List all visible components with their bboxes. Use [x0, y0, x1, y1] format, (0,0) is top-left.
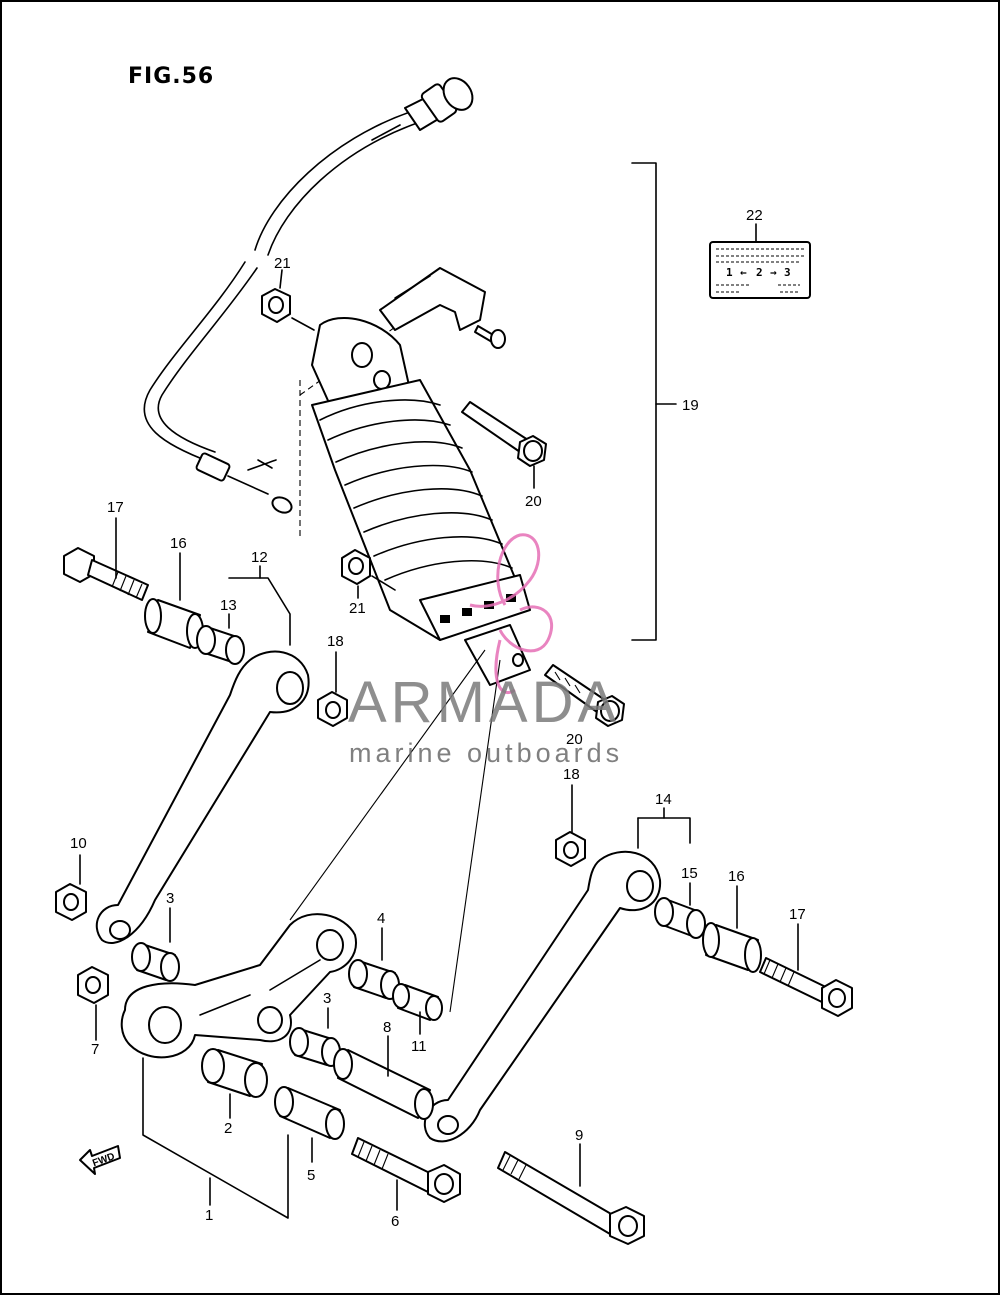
callout-11: 11: [411, 1038, 427, 1055]
bearing-3-lower: [289, 1027, 341, 1067]
assembly-bracket-1: [142, 1057, 289, 1219]
watermark-logo-icon: [469, 533, 554, 694]
callout-5: 5: [307, 1167, 315, 1184]
callout-1: 1: [205, 1207, 213, 1224]
bearing-3-upper: [131, 942, 180, 982]
callout-14: 14: [655, 791, 672, 808]
callout-3-lower: 3: [323, 990, 331, 1007]
callout-21-upper: 21: [274, 255, 291, 272]
bearing-2: [201, 1048, 268, 1098]
callout-18-right: 18: [563, 766, 580, 783]
bolt-20-lower: [544, 664, 625, 727]
caution-label-plate: 1 ← 2 → 3: [709, 241, 811, 299]
bearing-4: [348, 959, 400, 1000]
cushion-rod-right: [423, 850, 662, 1143]
bolt-9: [497, 1151, 645, 1245]
callout-21-lower: 21: [349, 600, 366, 617]
bearing-15: [654, 897, 706, 939]
label-plate-arrow-left: ←: [740, 266, 747, 279]
callout-18-left: 18: [327, 633, 344, 650]
bearing-13: [196, 625, 245, 665]
bolt-6: [351, 1137, 461, 1203]
spacer-8: [333, 1048, 434, 1120]
bolt-17-right: [759, 957, 853, 1017]
callout-17-left: 17: [107, 499, 124, 516]
callout-9: 9: [575, 1127, 583, 1144]
label-plate-seq-2: 2: [756, 266, 763, 279]
callout-6: 6: [391, 1213, 399, 1230]
cushion-lever: [120, 913, 357, 1059]
label-plate-seq-3: 3: [784, 266, 791, 279]
assembly-bracket-19: [631, 162, 657, 641]
label-plate-seq-1: 1: [726, 266, 733, 279]
watermark: ARMADA marine outboards: [348, 533, 623, 768]
spacer-11: [392, 983, 443, 1021]
figure-title: FIG.56: [128, 64, 214, 89]
adjuster-cable: [143, 77, 474, 514]
callout-7: 7: [91, 1041, 99, 1058]
callout-20-upper: 20: [525, 493, 542, 510]
spacer-16-right: [702, 922, 762, 973]
callout-16-right: 16: [728, 868, 745, 885]
cushion-rod-left: [95, 650, 310, 945]
callout-19: 19: [682, 397, 699, 414]
label-plate-arrow-right: →: [770, 266, 777, 279]
callout-3-upper: 3: [166, 890, 174, 907]
watermark-sub: marine outboards: [349, 738, 623, 768]
bolt-20-upper: [461, 401, 547, 467]
callout-8: 8: [383, 1019, 391, 1036]
callout-22: 22: [746, 207, 763, 224]
bolt-17-left: [63, 547, 149, 601]
callout-4: 4: [377, 910, 385, 927]
spacer-16-left: [144, 598, 204, 649]
nut-21-lower: [341, 549, 371, 585]
nut-21-upper: [261, 288, 291, 323]
nut-7: [77, 966, 109, 1004]
callout-20-lower: 20: [566, 731, 583, 748]
nut-18-right: [555, 831, 586, 867]
spacer-5: [274, 1086, 345, 1140]
rear-shock-absorber: [311, 267, 531, 686]
watermark-main: ARMADA: [348, 670, 620, 735]
nut-18-left: [317, 691, 348, 727]
callout-10: 10: [70, 835, 87, 852]
callout-12: 12: [251, 549, 268, 566]
callout-16-left: 16: [170, 535, 187, 552]
nut-10: [55, 883, 87, 921]
fwd-arrow-icon: FWD: [79, 1145, 121, 1175]
callout-17-right: 17: [789, 906, 806, 923]
callout-2: 2: [224, 1120, 232, 1137]
callout-13: 13: [220, 597, 237, 614]
callout-15: 15: [681, 865, 698, 882]
